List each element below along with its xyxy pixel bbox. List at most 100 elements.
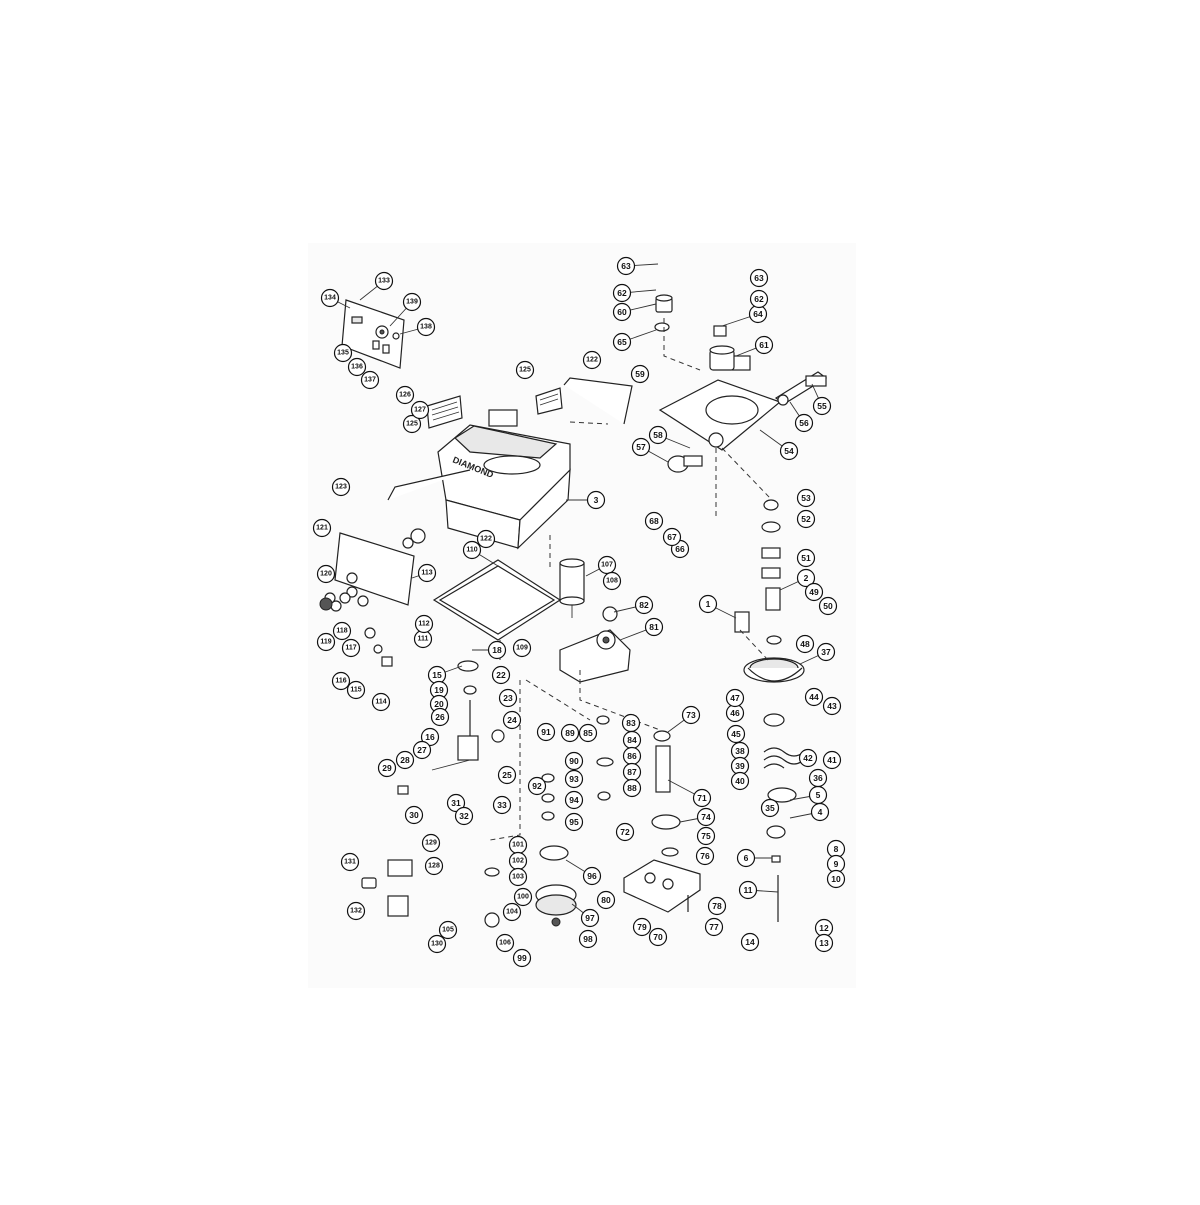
callout-31: 31 (446, 793, 466, 813)
callout-96: 96 (582, 866, 602, 886)
callout-label: 103 (512, 874, 524, 881)
callout-49: 49 (804, 582, 824, 602)
callout-86: 86 (622, 746, 642, 766)
callout-1: 1 (698, 594, 718, 614)
callout-102: 102 (508, 851, 528, 871)
callout-label: 52 (801, 514, 811, 524)
callout-138: 138 (416, 317, 436, 337)
callout-label: 132 (350, 908, 362, 915)
callout-label: 117 (345, 645, 356, 652)
callout-122: 122 (582, 350, 602, 370)
callout-63: 63 (616, 256, 636, 276)
callout-28: 28 (395, 750, 415, 770)
callout-50: 50 (818, 596, 838, 616)
callout-label: 134 (324, 295, 336, 302)
callout-118: 118 (332, 621, 352, 641)
callout-label: 109 (516, 645, 528, 652)
callout-label: 60 (617, 307, 627, 317)
callout-label: 8 (834, 844, 839, 854)
callout-label: 79 (637, 922, 647, 932)
callout-57: 57 (631, 437, 651, 457)
callout-113: 113 (417, 563, 437, 583)
callout-67: 67 (662, 527, 682, 547)
callout-label: 74 (701, 812, 711, 822)
callout-label: 83 (626, 718, 636, 728)
callout-72: 72 (615, 822, 635, 842)
callout-label: 63 (621, 261, 631, 271)
callout-label: 36 (813, 773, 823, 783)
callout-115: 115 (346, 680, 366, 700)
callout-label: 25 (502, 770, 512, 780)
callout-55: 55 (812, 396, 832, 416)
drive-shaft (651, 730, 681, 857)
callout-53: 53 (796, 488, 816, 508)
callout-label: 113 (421, 570, 432, 577)
guard-bar (563, 377, 633, 425)
callout-125: 125 (402, 414, 422, 434)
callout-80: 80 (596, 890, 616, 910)
callout-label: 58 (653, 430, 663, 440)
callout-label: 98 (583, 934, 593, 944)
callout-label: 76 (700, 851, 710, 861)
gearbox-plate (559, 606, 631, 683)
callout-label: 101 (512, 842, 524, 849)
callout-label: 110 (466, 547, 477, 554)
motor-plate (654, 294, 782, 451)
head-casting: DIAMOND (437, 409, 571, 550)
callout-label: 84 (627, 735, 637, 745)
callout-label: 91 (541, 727, 551, 737)
callout-label: 116 (335, 678, 346, 685)
callout-59: 59 (630, 364, 650, 384)
callout-95: 95 (564, 812, 584, 832)
callout-label: 31 (451, 798, 461, 808)
callout-11: 11 (738, 880, 758, 900)
center-column (397, 660, 614, 928)
callout-label: 73 (686, 710, 696, 720)
callout-label: 106 (499, 940, 511, 947)
callout-131: 131 (340, 852, 360, 872)
callout-label: 65 (617, 337, 627, 347)
callout-126: 126 (395, 385, 415, 405)
callout-58: 58 (648, 425, 668, 445)
callout-68: 68 (644, 511, 664, 531)
callout-label: 53 (801, 493, 811, 503)
callout-32: 32 (454, 806, 474, 826)
shaft-assembly (774, 371, 828, 406)
callout-62: 62 (749, 289, 769, 309)
callout-label: 82 (639, 600, 649, 610)
callout-label: 120 (320, 571, 332, 578)
callout-label: 51 (801, 553, 811, 563)
callout-88: 88 (622, 778, 642, 798)
callout-82: 82 (634, 595, 654, 615)
callout-105: 105 (438, 920, 458, 940)
callout-label: 67 (667, 532, 677, 542)
callout-15: 15 (427, 665, 447, 685)
callout-label: 49 (809, 587, 819, 597)
callout-27: 27 (412, 740, 432, 760)
callout-label: 137 (364, 377, 376, 384)
callout-119: 119 (316, 632, 336, 652)
callout-label: 46 (730, 708, 740, 718)
callout-52: 52 (796, 509, 816, 529)
callout-89: 89 (560, 723, 580, 743)
callout-93: 93 (564, 769, 584, 789)
callout-label: 48 (800, 639, 810, 649)
callout-label: 75 (701, 831, 711, 841)
callout-78: 78 (707, 896, 727, 916)
callout-62: 62 (612, 283, 632, 303)
callout-label: 126 (399, 392, 411, 399)
callout-label: 114 (375, 699, 386, 706)
callout-label: 115 (350, 687, 361, 694)
callout-24: 24 (502, 710, 522, 730)
callout-75: 75 (696, 826, 716, 846)
callout-label: 100 (517, 894, 529, 901)
callout-label: 122 (586, 357, 598, 364)
callout-label: 118 (336, 628, 347, 635)
callout-label: 37 (821, 647, 831, 657)
callout-label: 62 (617, 288, 627, 298)
assembly-lines (489, 318, 771, 841)
callout-label: 108 (606, 578, 618, 585)
callout-label: 95 (569, 817, 579, 827)
callout-label: 29 (382, 763, 392, 773)
